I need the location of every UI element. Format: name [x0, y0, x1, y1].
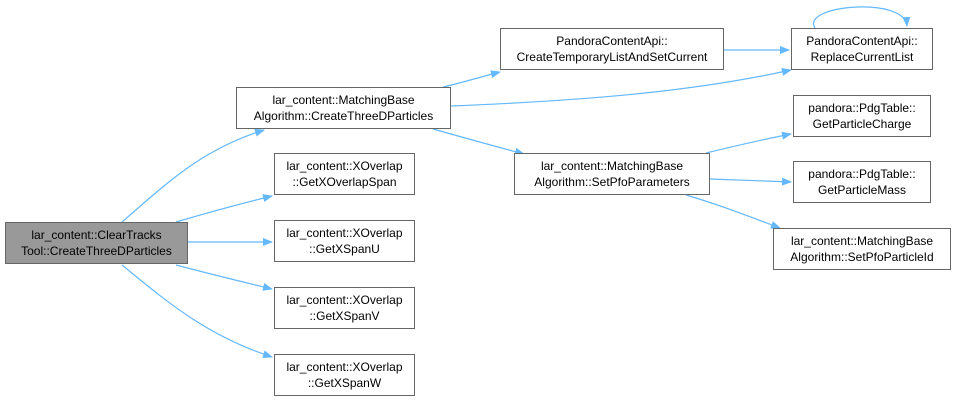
node-matching-base-set-pfo-parameters[interactable]: lar_content::MatchingBase Algorithm::Set…	[514, 153, 710, 195]
edge-replace-list-self-loop	[812, 6, 911, 29]
edge-create-to-temp-list	[442, 70, 501, 88]
edge-create-to-set-pfo-params	[432, 128, 525, 156]
node-label-line1: PandoraContentApi::	[806, 34, 918, 48]
node-label-line1: lar_content::MatchingBase	[540, 159, 684, 173]
node-label-line2: Algorithm::SetPfoParameters	[534, 175, 690, 189]
node-label-line1: lar_content::XOverlap	[286, 360, 403, 374]
node-label-line2: Algorithm::SetPfoParticleId	[790, 250, 934, 264]
node-label-line1: lar_content::ClearTracks	[31, 228, 162, 242]
edge-set-pfo-to-mass	[709, 177, 792, 186]
node-label-line2: CreateTemporaryListAndSetCurrent	[516, 50, 708, 64]
edge-root-to-get-x-span-w	[121, 264, 273, 358]
edge-root-to-get-x-overlap-span	[175, 194, 273, 223]
node-label-line2: ReplaceCurrentList	[810, 50, 914, 64]
node-label-line2: GetParticleCharge	[812, 117, 912, 131]
node-label-line1: lar_content::XOverlap	[286, 159, 403, 173]
node-label-line2: GetParticleMass	[817, 183, 907, 197]
node-label-line1: lar_content::XOverlap	[286, 293, 403, 307]
node-label-line2: Algorithm::CreateThreeDParticles	[253, 109, 434, 123]
node-xoverlap-get-x-span-v[interactable]: lar_content::XOverlap ::GetXSpanV	[274, 287, 415, 329]
node-label-line1: lar_content::MatchingBase	[790, 234, 934, 248]
node-matching-base-create-three-d-particles[interactable]: lar_content::MatchingBase Algorithm::Cre…	[236, 87, 451, 129]
node-matching-base-set-pfo-particle-id[interactable]: lar_content::MatchingBase Algorithm::Set…	[773, 228, 951, 270]
node-label-line1: lar_content::MatchingBase	[272, 93, 415, 107]
node-xoverlap-get-x-span-w[interactable]: lar_content::XOverlap ::GetXSpanW	[274, 354, 415, 396]
edge-set-pfo-to-particle-id	[685, 194, 781, 229]
node-label-line2: ::GetXSpanU	[309, 242, 380, 256]
node-label-line1: PandoraContentApi::	[556, 34, 668, 48]
node-label-line1: pandora::PdgTable::	[808, 101, 916, 115]
edge-create-to-replace-list	[450, 68, 792, 107]
node-pdg-table-get-particle-charge[interactable]: pandora::PdgTable:: GetParticleCharge	[793, 95, 931, 137]
edge-root-to-create-three-d	[121, 128, 265, 223]
node-xoverlap-get-x-span-u[interactable]: lar_content::XOverlap ::GetXSpanU	[274, 220, 415, 262]
node-pandora-content-api-create-temporary-list[interactable]: PandoraContentApi:: CreateTemporaryListA…	[500, 28, 724, 70]
node-label-line2: Tool::CreateThreeDParticles	[21, 244, 172, 258]
node-label-line1: lar_content::XOverlap	[286, 226, 403, 240]
node-xoverlap-get-x-overlap-span[interactable]: lar_content::XOverlap ::GetXOverlapSpan	[274, 153, 415, 195]
node-label-line2: ::GetXOverlapSpan	[292, 175, 397, 189]
edge-set-pfo-to-charge	[705, 131, 792, 154]
edge-root-to-get-x-span-v	[175, 264, 273, 291]
node-label-line1: pandora::PdgTable::	[808, 167, 916, 181]
node-label-line2: ::GetXSpanW	[307, 376, 382, 390]
node-pandora-content-api-replace-current-list[interactable]: PandoraContentApi:: ReplaceCurrentList	[791, 28, 933, 70]
node-label-line2: ::GetXSpanV	[309, 309, 380, 323]
node-clear-tracks-tool-create-three-d-particles: lar_content::ClearTracks Tool::CreateThr…	[5, 222, 188, 264]
node-pdg-table-get-particle-mass[interactable]: pandora::PdgTable:: GetParticleMass	[793, 161, 931, 203]
